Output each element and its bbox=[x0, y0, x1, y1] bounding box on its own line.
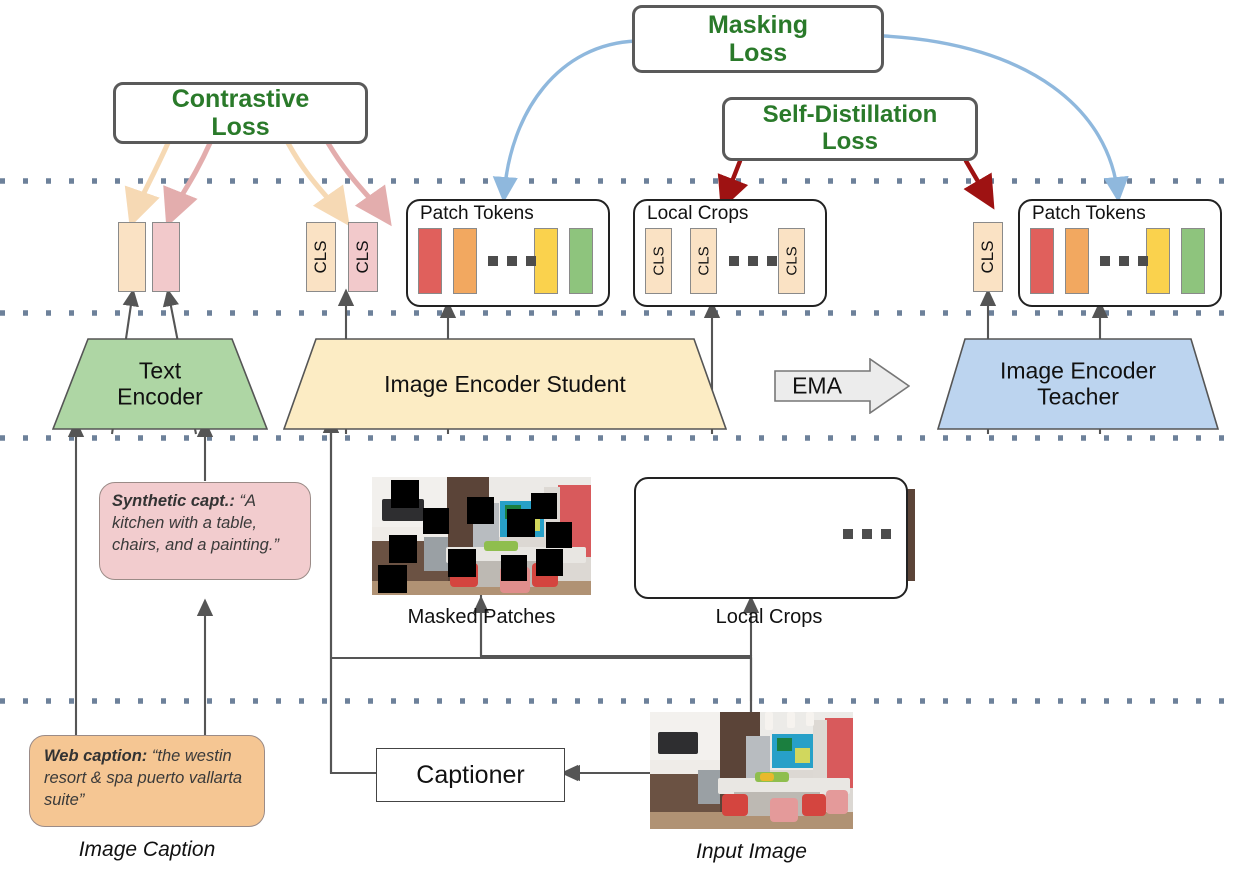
masking-loss-line2: Loss bbox=[728, 39, 788, 67]
text-embedding-token-right[interactable] bbox=[152, 222, 180, 292]
patch-token-2[interactable] bbox=[453, 228, 477, 294]
local-crop-cls-token-2[interactable]: CLS bbox=[690, 228, 717, 294]
image-encoder-student[interactable]: Image Encoder Student bbox=[283, 338, 727, 430]
local-crop-cls-token-2-label: CLS bbox=[695, 246, 712, 276]
contrastive-loss-line1: Contrastive bbox=[171, 85, 310, 113]
patch-tokens-ellipsis bbox=[488, 256, 536, 266]
masked-patches-label: Masked Patches bbox=[407, 606, 556, 628]
image-encoder-teacher-line2: Teacher bbox=[1037, 384, 1119, 410]
teacher-patch-tokens-title: Patch Tokens bbox=[1032, 203, 1146, 224]
cls-token-teacher[interactable]: CLS bbox=[973, 222, 1003, 292]
web-caption-text: “the westin resort & spa puerto vallarta… bbox=[44, 747, 243, 809]
local-crops-images-ellipsis bbox=[843, 529, 891, 539]
cls-token-text-label: CLS bbox=[311, 240, 330, 274]
image-encoder-student-label: Image Encoder Student bbox=[384, 370, 626, 397]
image-encoder-teacher[interactable]: Image Encoder Teacher bbox=[937, 338, 1219, 430]
local-crop-cls-token-3[interactable]: CLS bbox=[778, 228, 805, 294]
cls-token-text[interactable]: CLS bbox=[306, 222, 336, 292]
mask-patch bbox=[391, 480, 419, 508]
contrastive-loss-line2: Loss bbox=[211, 113, 270, 141]
ema-arrow: EMA bbox=[774, 358, 910, 414]
masked-patches-image bbox=[372, 477, 591, 595]
self-distillation-loss-line1: Self-Distillation bbox=[762, 101, 938, 129]
local-crops-label: Local Crops bbox=[715, 606, 823, 628]
local-crop-cls-token-1[interactable]: CLS bbox=[645, 228, 672, 294]
image-caption-label: Image Caption bbox=[78, 838, 216, 861]
mask-patch bbox=[389, 535, 417, 563]
synthetic-caption-bubble[interactable]: Synthetic capt.: “A kitchen with a table… bbox=[99, 482, 311, 580]
mask-patch bbox=[423, 508, 449, 534]
mask-patch bbox=[467, 497, 494, 524]
text-encoder-line1: Text bbox=[138, 357, 182, 384]
patch-token-3[interactable] bbox=[534, 228, 558, 294]
contrastive-arrows bbox=[124, 140, 392, 228]
teacher-patch-token-4[interactable] bbox=[1181, 228, 1205, 294]
teacher-patch-token-2[interactable] bbox=[1065, 228, 1089, 294]
self-distillation-loss-box[interactable]: Self-Distillation Loss bbox=[722, 97, 978, 161]
cls-token-student-label: CLS bbox=[353, 240, 372, 274]
local-crops-tokens-title: Local Crops bbox=[647, 203, 749, 224]
mask-patch bbox=[501, 555, 527, 581]
local-crop-cls-token-1-label: CLS bbox=[650, 246, 667, 276]
student-patch-tokens-title: Patch Tokens bbox=[420, 203, 534, 224]
mask-patch bbox=[531, 493, 557, 519]
web-caption-prefix: Web caption: bbox=[44, 747, 148, 765]
masking-loss-box[interactable]: Masking Loss bbox=[632, 5, 884, 73]
teacher-patch-tokens-ellipsis bbox=[1100, 256, 1148, 266]
mask-patch bbox=[507, 509, 535, 537]
self-distillation-loss-line2: Loss bbox=[821, 128, 878, 155]
synthetic-caption-text: “A kitchen with a table, chairs, and a p… bbox=[112, 492, 279, 554]
patch-token-4[interactable] bbox=[569, 228, 593, 294]
input-image bbox=[650, 712, 853, 829]
captioner-box[interactable]: Captioner bbox=[376, 748, 565, 802]
ema-label: EMA bbox=[792, 372, 842, 399]
text-embedding-token-left[interactable] bbox=[118, 222, 146, 292]
mask-patch bbox=[448, 549, 476, 577]
patch-token-1[interactable] bbox=[418, 228, 442, 294]
text-encoder-line2: Encoder bbox=[117, 384, 203, 410]
image-encoder-teacher-line1: Image Encoder bbox=[1000, 357, 1156, 384]
teacher-patch-token-1[interactable] bbox=[1030, 228, 1054, 294]
input-image-label: Input Image bbox=[696, 840, 807, 863]
text-encoder[interactable]: Text Encoder bbox=[52, 338, 268, 430]
cls-token-teacher-label: CLS bbox=[978, 240, 997, 274]
self-distillation-arrows bbox=[717, 158, 995, 211]
mask-patch bbox=[536, 549, 563, 576]
cls-token-student[interactable]: CLS bbox=[348, 222, 378, 292]
web-caption-bubble[interactable]: Web caption: “the westin resort & spa pu… bbox=[29, 735, 265, 827]
captioner-label: Captioner bbox=[416, 760, 525, 789]
teacher-patch-token-3[interactable] bbox=[1146, 228, 1170, 294]
mask-patch bbox=[546, 522, 572, 548]
synthetic-caption-prefix: Synthetic capt.: bbox=[112, 492, 235, 510]
local-crop-cls-token-3-label: CLS bbox=[783, 246, 800, 276]
contrastive-loss-box[interactable]: Contrastive Loss bbox=[113, 82, 368, 144]
mask-patch bbox=[378, 565, 407, 593]
masking-loss-line1: Masking bbox=[707, 11, 809, 39]
local-crops-tokens-ellipsis bbox=[729, 256, 777, 266]
